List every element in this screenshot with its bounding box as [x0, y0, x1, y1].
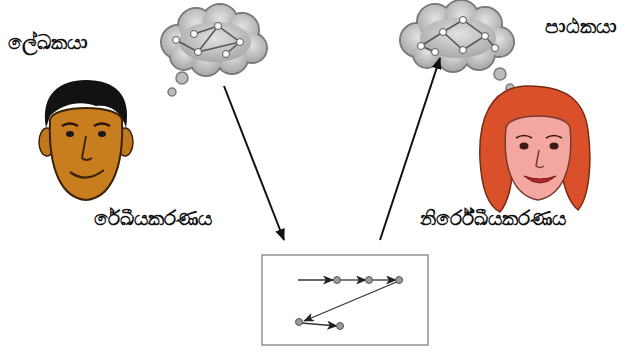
thought-bubbles-part	[168, 88, 176, 96]
writer-face-part	[82, 136, 92, 160]
thought-bubbles	[168, 72, 188, 96]
linear-text-box-part	[262, 255, 428, 345]
thought-cloud-part	[191, 31, 198, 38]
reader-face-part	[516, 136, 532, 139]
writer-face-part	[98, 131, 106, 137]
linear-text-box-part	[296, 319, 303, 326]
writer-face	[39, 80, 133, 200]
role-label: ලේඛකයා	[8, 30, 88, 54]
thought-cloud-part	[176, 26, 240, 52]
reader-face-part	[546, 136, 562, 139]
thought-cloud	[400, 0, 514, 72]
thought-cloud-part	[195, 49, 202, 56]
linear-text-box	[262, 255, 428, 345]
thought-cloud-part	[421, 20, 495, 52]
thought-cloud-part	[400, 0, 514, 72]
thought-cloud-part	[237, 39, 244, 46]
writer-face-part	[70, 170, 104, 178]
linear-text-box-part	[298, 280, 399, 326]
thought-cloud-part	[173, 23, 244, 58]
thought-bubbles-part	[176, 72, 188, 84]
thought-bubbles-part	[494, 68, 506, 80]
thought-cloud-part	[420, 18, 496, 58]
thought-cloud-part	[460, 47, 467, 54]
thought-cloud-part	[421, 20, 485, 50]
thought-cloud-part	[482, 33, 489, 40]
thought-cloud-part	[440, 29, 447, 36]
thought-cloud-part	[173, 37, 180, 44]
process-label: රේඛීයකරණය	[94, 206, 212, 230]
writer-face-part	[62, 124, 78, 127]
linear-text-box-part	[396, 277, 403, 284]
thought-cloud-part	[418, 17, 499, 56]
linear-text-box-part	[301, 323, 337, 326]
thought-cloud-part	[460, 17, 467, 24]
thought-cloud-part	[418, 43, 425, 50]
thought-cloud-part	[401, 1, 513, 71]
linear-text-box-part	[298, 279, 333, 280]
writer-face-part	[45, 80, 127, 128]
linear-text-box-part	[296, 277, 403, 330]
thought-cloud-part	[179, 22, 251, 62]
reader-face-part	[505, 116, 571, 200]
linear-text-box-part	[366, 277, 373, 284]
reader-face-part	[550, 143, 559, 150]
linear-text-box-part	[334, 277, 341, 284]
thought-cloud-part	[223, 51, 230, 58]
thought-cloud	[161, 4, 267, 76]
thought-cloud-part	[176, 26, 240, 54]
linear-text-box-part	[304, 281, 399, 321]
writer-face-part	[94, 124, 110, 127]
linear-text-box-part	[372, 279, 396, 280]
thought-cloud-part	[492, 45, 499, 52]
reader-face-part	[500, 94, 576, 132]
reader-face-part	[524, 176, 556, 183]
process-arrow	[224, 86, 284, 240]
linear-text-box-part	[337, 323, 344, 330]
thought-cloud-part	[215, 23, 222, 30]
linear-text-box-part	[340, 279, 366, 280]
reader-face-part	[520, 143, 529, 150]
reader-face-part	[480, 86, 590, 212]
reader-face-part	[536, 150, 544, 168]
process-label: නිර්රේඛීයකරණය	[420, 206, 566, 230]
thought-cloud-part	[161, 4, 267, 76]
writer-face-part	[66, 131, 74, 137]
thought-cloud-part	[432, 49, 439, 56]
thought-cloud-part	[162, 5, 266, 75]
reader-face	[480, 86, 590, 212]
role-label: පාඨකයා	[545, 14, 617, 38]
writer-face-part	[50, 108, 122, 200]
